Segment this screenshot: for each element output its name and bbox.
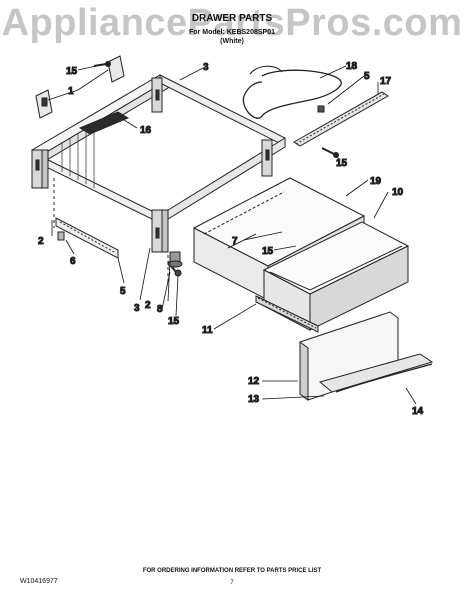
drawer-slide-rail bbox=[55, 217, 119, 259]
drawer-front-panel-part bbox=[299, 311, 434, 401]
ordering-note: FOR ORDERING INFORMATION REFER TO PARTS … bbox=[142, 568, 322, 574]
diagram-title: DRAWER PARTS bbox=[191, 13, 273, 24]
callout-15-leg: 15 bbox=[168, 316, 180, 327]
page-number: 7 bbox=[230, 580, 234, 586]
callout-12: 12 bbox=[248, 376, 260, 387]
color-line: (White) bbox=[220, 38, 244, 45]
callout-7: 7 bbox=[232, 236, 238, 247]
callout-18: 18 bbox=[346, 61, 358, 72]
callout-5-top: 5 bbox=[364, 71, 370, 82]
callout-16: 16 bbox=[140, 125, 152, 136]
callout-14: 14 bbox=[412, 406, 424, 417]
document-number: W10416977 bbox=[20, 578, 58, 585]
leveling-leg-part bbox=[167, 251, 183, 268]
callout-leaders bbox=[47, 65, 417, 405]
drawer-body-part bbox=[262, 221, 410, 331]
callout-labels: 15 1 3 16 18 5 17 2 6 5 3 8 15 2 7 15 19… bbox=[38, 61, 425, 418]
model-info: For Model: KEBS208SP01 (White) bbox=[0, 28, 464, 46]
drawer-slide-part bbox=[255, 295, 319, 333]
callout-11: 11 bbox=[202, 325, 213, 336]
callout-10: 10 bbox=[392, 187, 404, 198]
heating-element-part bbox=[242, 65, 342, 119]
callout-15-right: 15 bbox=[336, 158, 348, 169]
drawer-support-frame bbox=[31, 74, 286, 285]
watermark: AppliancePartsPros.com bbox=[1, 2, 463, 44]
bracket-part bbox=[35, 55, 125, 119]
callout-3-top: 3 bbox=[203, 62, 209, 73]
callout-17: 17 bbox=[380, 76, 392, 87]
callout-2-left: 2 bbox=[38, 236, 44, 247]
callout-1: 1 bbox=[68, 86, 74, 97]
callout-6: 6 bbox=[70, 256, 76, 267]
callout-8: 8 bbox=[157, 304, 163, 315]
model-line: For Model: KEBS208SP01 bbox=[189, 29, 275, 36]
callout-15-mid: 15 bbox=[262, 246, 274, 257]
shield-bar-part bbox=[293, 91, 389, 147]
callout-5-left: 5 bbox=[120, 286, 126, 297]
callout-15-top: 15 bbox=[66, 66, 78, 77]
callout-19: 19 bbox=[370, 176, 382, 187]
callout-3-bottom: 3 bbox=[134, 303, 140, 314]
callout-2-center: 2 bbox=[145, 300, 151, 311]
callout-13: 13 bbox=[248, 394, 260, 405]
